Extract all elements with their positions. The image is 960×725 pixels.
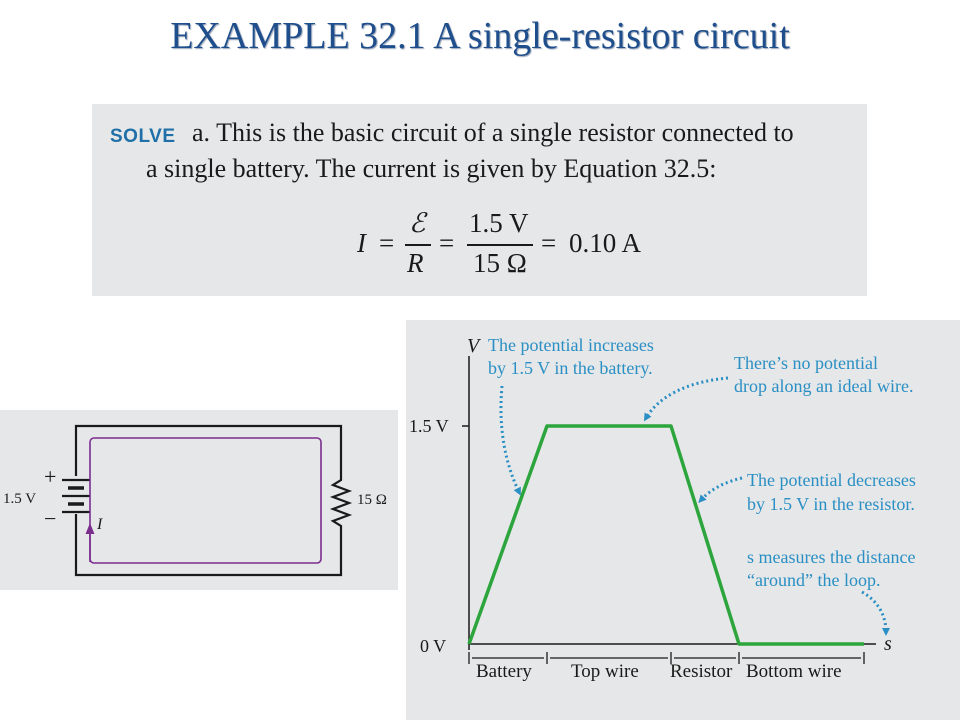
y-tick-label-low: 0 V [420, 636, 446, 656]
annotation-distance-arrow [861, 590, 890, 636]
segment-label-resistor: Resistor [670, 661, 733, 682]
segment-label-bottom-wire: Bottom wire [746, 661, 842, 682]
annotation-distance-line-2: “around” the loop. [747, 570, 880, 590]
eq-fraction-bar-1 [405, 244, 431, 246]
x-axis-label: s [884, 633, 892, 655]
eq-voltage-numerator: 1.5 V [469, 208, 529, 238]
resistor-symbol [329, 474, 353, 528]
annotation-distance-line-1: s measures the distance [747, 547, 915, 567]
potential-graph-panel: V 1.5 V 0 V s Battery Top wire Resistor … [406, 320, 960, 720]
annotation-wire-line-1: There’s no potential [734, 353, 878, 373]
solve-box: SOLVE a. This is the basic circuit of a … [92, 104, 867, 296]
circuit-diagram: + − 1.5 V I 15 Ω [3, 424, 387, 577]
battery-voltage-label: 1.5 V [3, 491, 36, 507]
resistor-value-label: 15 Ω [357, 492, 387, 508]
potential-graph: V 1.5 V 0 V s Battery Top wire Resistor … [409, 335, 916, 682]
battery-symbol [62, 478, 90, 514]
eq-lhs: I [357, 228, 366, 258]
eq-emf-numerator: ℰ [409, 208, 426, 238]
annotation-wire-line-2: drop along an ideal wire. [734, 376, 913, 396]
potential-line [467, 424, 864, 646]
segment-brackets [468, 652, 865, 664]
annotation-battery-arrow [499, 385, 521, 496]
solve-label: SOLVE [110, 126, 176, 147]
eq-result: 0.10 A [569, 228, 642, 258]
solve-text-line-1: a. This is the basic circuit of a single… [192, 118, 794, 147]
eq-equals-3: = [541, 228, 557, 258]
annotation-resistor-line-2: by 1.5 V in the resistor. [747, 494, 915, 514]
y-axis-label: V [467, 335, 482, 357]
annotation-wire-arrow [643, 376, 729, 422]
battery-plus-sign: + [44, 464, 56, 489]
annotation-resistor-arrow [698, 476, 743, 503]
solve-text-line-2: a single battery. The current is given b… [146, 154, 717, 183]
current-loop-path [89, 437, 322, 564]
eq-equals-1: = [379, 228, 395, 258]
current-label: I [96, 516, 103, 533]
slide-title: EXAMPLE 32.1 A single-resistor circuit [170, 15, 790, 57]
circuit-wire [74, 424, 343, 577]
eq-equals-2: = [439, 228, 455, 258]
annotation-battery-line-1: The potential increases [488, 335, 654, 355]
eq-fraction-bar-2 [467, 244, 533, 246]
current-equation: I = ℰ R = 1.5 V 15 Ω = 0.10 A [357, 204, 687, 284]
eq-resistance-denominator: R [407, 248, 424, 278]
battery-minus-sign: − [44, 506, 56, 531]
segment-label-top-wire: Top wire [571, 661, 639, 682]
eq-ohm-denominator: 15 Ω [473, 248, 527, 278]
y-tick-label-high: 1.5 V [409, 416, 449, 436]
annotation-battery-line-2: by 1.5 V in the battery. [488, 358, 653, 378]
segment-label-battery: Battery [476, 661, 532, 682]
current-arrow-icon [85, 523, 95, 562]
annotation-resistor-line-1: The potential decreases [747, 470, 916, 490]
circuit-diagram-panel: + − 1.5 V I 15 Ω [0, 410, 398, 590]
